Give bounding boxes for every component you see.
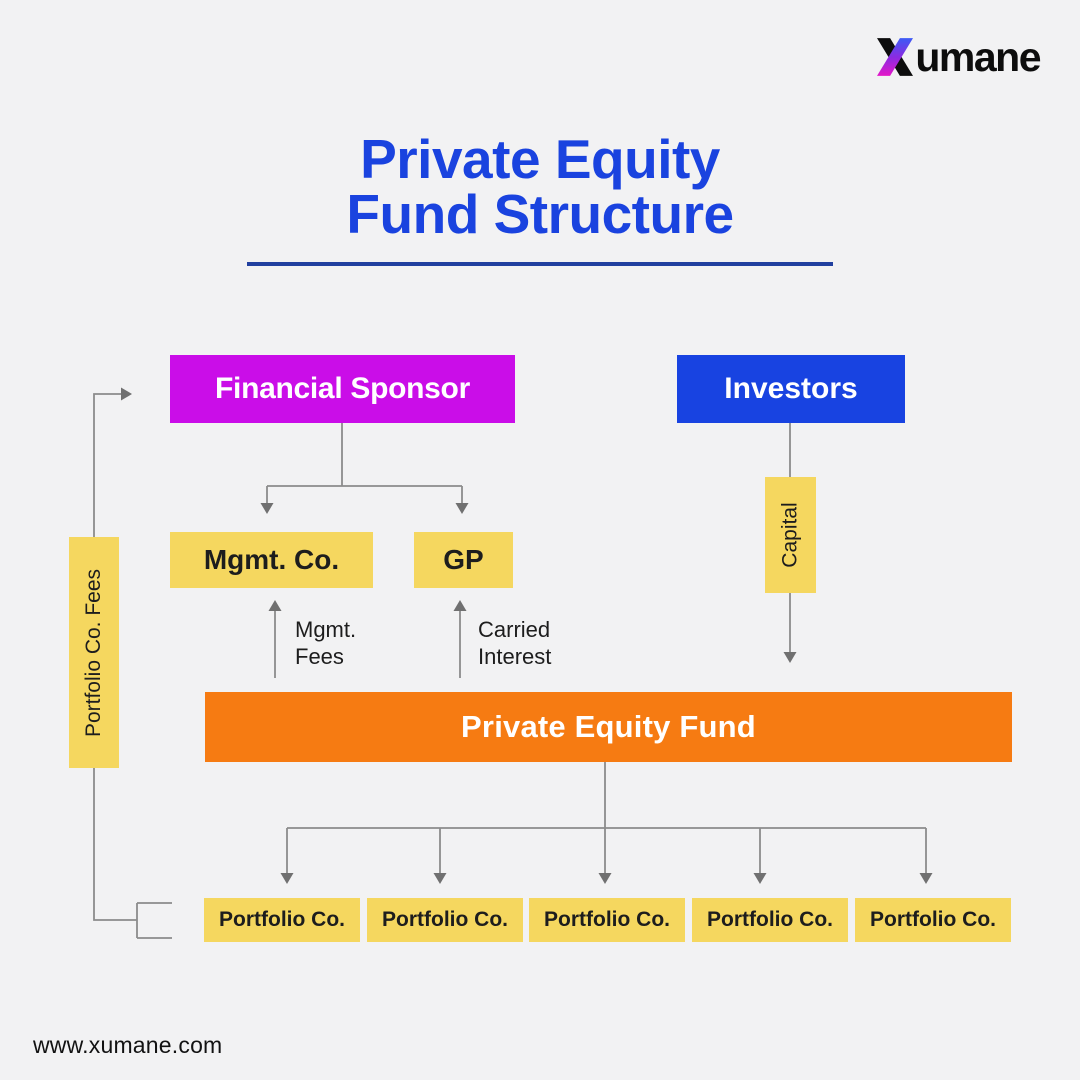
title-line-2: Fund Structure xyxy=(346,183,734,245)
arrow-mgmt-fees xyxy=(268,600,282,678)
node-portfolio-co-3: Portfolio Co. xyxy=(529,898,685,942)
title-underline xyxy=(247,262,833,266)
page-title: Private Equity Fund Structure xyxy=(0,132,1080,242)
logo-x-icon xyxy=(877,38,914,76)
arrow-carried-interest xyxy=(453,600,467,678)
node-financial-sponsor: Financial Sponsor xyxy=(170,355,515,423)
branch-line xyxy=(266,423,463,503)
edge-label-mgmt-fees: Mgmt. Fees xyxy=(295,617,357,669)
title-line-1: Private Equity xyxy=(360,128,720,190)
distribution-line xyxy=(286,762,927,873)
fees-up-line xyxy=(93,393,121,537)
portfolio-fees-bracket xyxy=(93,768,172,939)
node-portfolio-co-4: Portfolio Co. xyxy=(692,898,848,942)
arrowhead-icon xyxy=(260,503,274,514)
node-gp: GP xyxy=(414,532,513,588)
arrow-sponsor-to-subsidiaries xyxy=(260,423,469,514)
node-investors: Investors xyxy=(677,355,905,423)
arrowhead-icon xyxy=(753,873,767,884)
arrowhead-icon xyxy=(453,600,467,611)
node-portfolio-co-1: Portfolio Co. xyxy=(204,898,360,942)
arrowhead-icon xyxy=(783,652,797,663)
arrow-fund-to-portfolio xyxy=(280,762,933,884)
node-portfolio-co-2: Portfolio Co. xyxy=(367,898,523,942)
edge-label-carried-interest: Carried Interest xyxy=(478,617,552,669)
arrowhead-icon xyxy=(455,503,469,514)
arrowhead-icon xyxy=(433,873,447,884)
logo-wordmark: umane xyxy=(915,33,1041,80)
website-url: www.xumane.com xyxy=(33,1032,223,1058)
node-mgmt-co: Mgmt. Co. xyxy=(170,532,373,588)
edge-label-portfolio-fees: Portfolio Co. Fees xyxy=(69,537,119,768)
node-private-equity-fund: Private Equity Fund xyxy=(205,692,1012,762)
arrowhead-icon xyxy=(919,873,933,884)
capital-label-text: Capital xyxy=(778,502,802,568)
arrowhead-icon xyxy=(268,600,282,611)
node-portfolio-co-5: Portfolio Co. xyxy=(855,898,1011,942)
fees-down-line xyxy=(93,768,172,939)
edge-label-capital: Capital xyxy=(765,477,816,593)
portfolio-fees-label-text: Portfolio Co. Fees xyxy=(82,568,106,737)
xumane-logo: umane xyxy=(877,33,1041,80)
arrow-portfolio-fees-to-sponsor xyxy=(93,387,132,537)
arrowhead-icon xyxy=(280,873,294,884)
arrowhead-icon xyxy=(121,387,132,401)
arrowhead-icon xyxy=(598,873,612,884)
